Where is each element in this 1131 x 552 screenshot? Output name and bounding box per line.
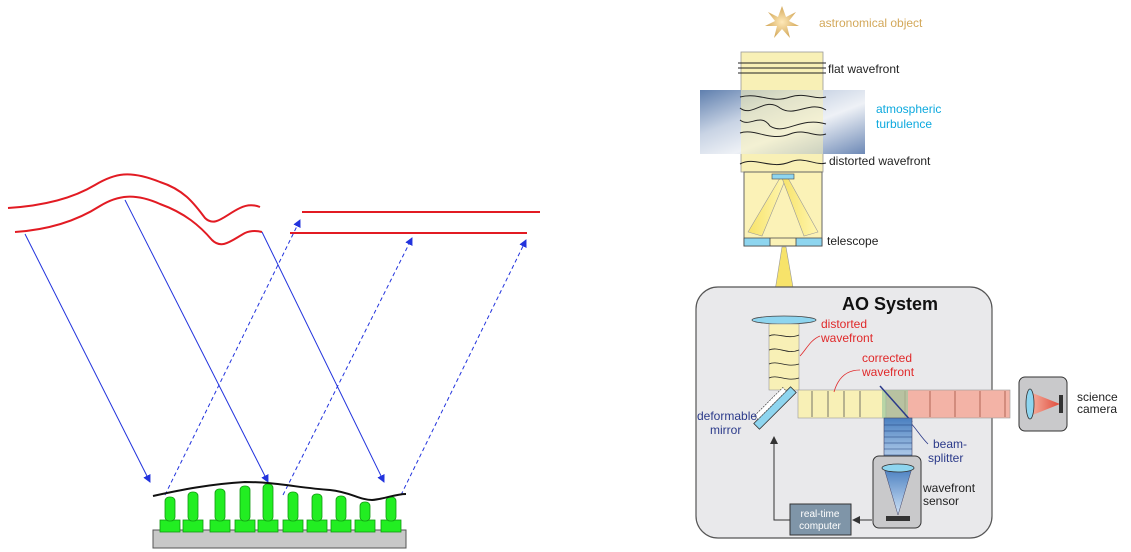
reflected-ray-3 <box>400 239 527 496</box>
corrected-wavefront-label-line1: corrected <box>862 351 912 365</box>
science-camera-detector <box>1059 395 1063 413</box>
ao-distorted-pointer <box>799 335 821 357</box>
wavefront-sensor-label-line1: wavefront <box>922 481 976 495</box>
real-time-computer-label-line1: real-time <box>801 509 840 520</box>
mirror-base-plate <box>152 529 407 549</box>
wavefront-sensor-detector <box>886 516 910 521</box>
ao-distorted-label-line1: distorted <box>821 317 867 331</box>
science-camera-label-line2: camera <box>1077 402 1117 416</box>
science-camera-cone <box>1030 392 1060 416</box>
beam-splitter <box>879 385 913 423</box>
incoming-wavefront-upper <box>7 173 261 223</box>
left-panel <box>7 173 540 549</box>
distorted-wavefront-line <box>739 159 827 166</box>
computer-to-mirror-arrow <box>770 436 790 521</box>
actuator-array <box>159 483 402 533</box>
incoming-ray-2 <box>124 199 269 483</box>
atmospheric-turbulence-label-line2: turbulence <box>876 117 932 131</box>
astronomical-object-label: astronomical object <box>819 16 923 30</box>
real-time-computer-box <box>789 503 852 536</box>
distorted-wavefront-top-label: distorted wavefront <box>829 154 931 168</box>
incoming-ray-3 <box>261 231 385 483</box>
horizontal-beam-corrected <box>797 389 887 419</box>
reflected-ray-1 <box>164 219 301 496</box>
corrected-wavefront-pointer <box>833 369 861 393</box>
vertical-beam-wavefronts <box>768 334 800 380</box>
science-camera-label-line1: science <box>1077 390 1118 404</box>
ao-distorted-label-line2: wavefront <box>820 331 874 345</box>
vertical-beam <box>768 323 800 391</box>
beam-splitter-label-line2: splitter <box>928 451 963 465</box>
atmospheric-turbulence-label-line1: atmospheric <box>876 102 941 116</box>
deformable-mirror-surface <box>152 480 407 502</box>
incoming-ray-1 <box>24 233 151 483</box>
telescope-secondary-mirror <box>771 173 795 180</box>
reflected-ray-2 <box>282 237 413 496</box>
telescope-primary-mirror <box>743 237 823 247</box>
science-camera-lens <box>1025 388 1035 420</box>
sensor-beam-wavefront-lines <box>884 424 912 456</box>
turbulent-wavefront-lines <box>739 94 827 138</box>
beam-splitter-label-line1: beam- <box>933 437 967 451</box>
wavefront-sensor-label-line2: sensor <box>923 494 959 508</box>
wavefront-sensor-lens <box>881 463 915 473</box>
right-panel: astronomical object flat wavefront atmos… <box>695 6 1118 539</box>
deformable-mirror-label-line1: deformable <box>697 409 757 423</box>
deformable-mirror-label-line2: mirror <box>710 423 741 437</box>
flat-wavefront-label: flat wavefront <box>828 62 900 76</box>
flat-wavefront-lines <box>738 62 826 74</box>
incoming-wavefront-lower <box>14 195 263 246</box>
corrected-wavefront-lines <box>811 391 861 417</box>
deformable-mirror <box>753 386 797 430</box>
telescope-label: telescope <box>827 234 879 248</box>
collimating-lens <box>751 315 817 325</box>
real-time-computer-label-line2: computer <box>799 521 841 532</box>
ao-system-title: AO System <box>842 294 938 314</box>
corrected-wavefront-label-line2: wavefront <box>861 365 915 379</box>
star-icon <box>765 6 799 38</box>
